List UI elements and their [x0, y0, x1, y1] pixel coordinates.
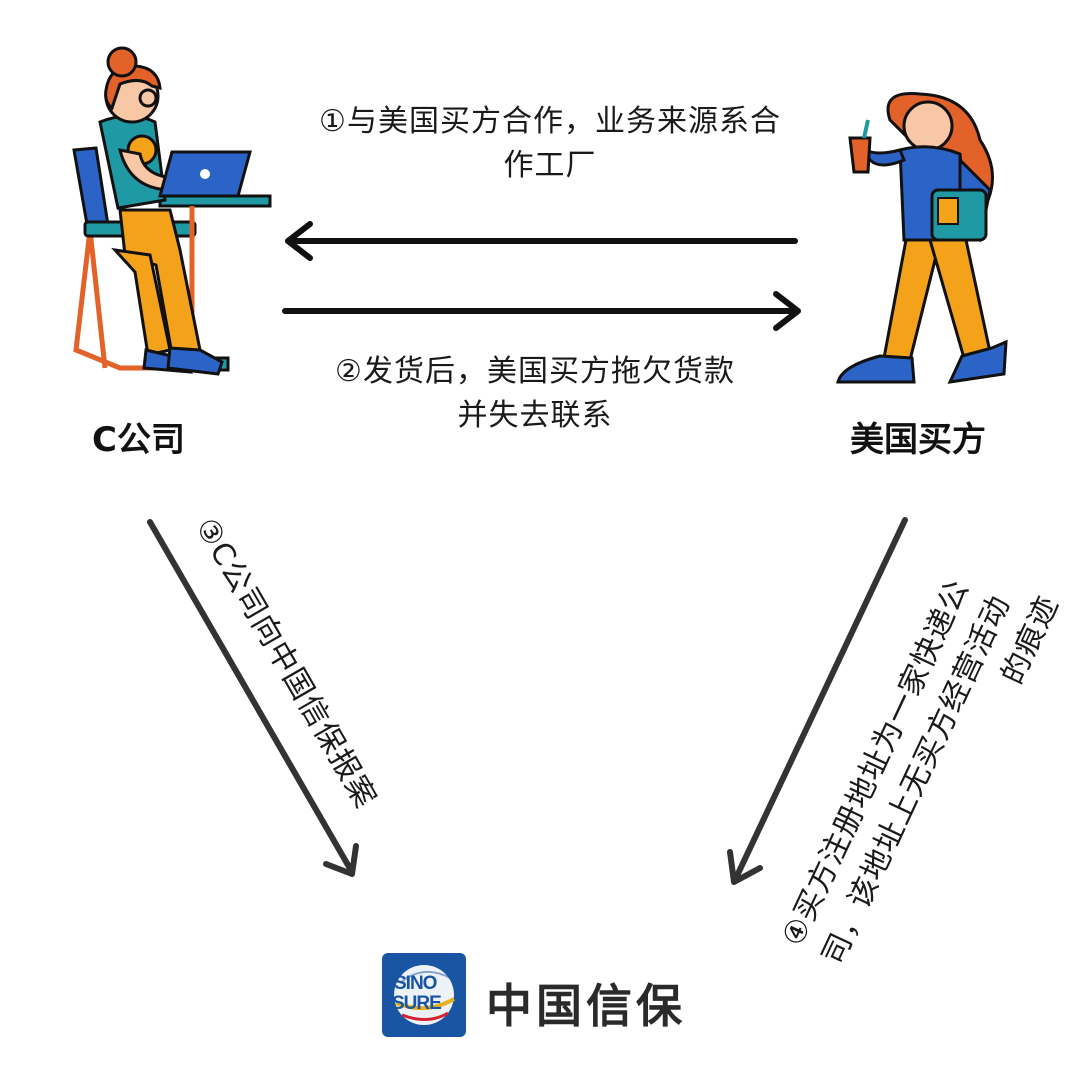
- seller-label: C公司: [92, 420, 185, 460]
- logo-badge-line2: SURE: [392, 993, 442, 1014]
- seller-illustration: [72, 46, 272, 376]
- buyer-label: 美国买方: [850, 420, 986, 460]
- logo-name: 中国信保: [486, 979, 686, 1033]
- step2-line1: ②发货后，美国买方拖欠货款: [335, 354, 735, 389]
- step1-line1: ①与美国买方合作，业务来源系合: [319, 104, 781, 139]
- step2-line2: 并失去联系: [457, 398, 613, 433]
- logo-badge-line1: SINO: [394, 973, 437, 994]
- buyer-illustration: [836, 92, 1008, 384]
- sinosure-logo: SINO SURE: [382, 953, 466, 1037]
- step1-line2: 作工厂: [503, 148, 597, 183]
- globe-icon: [394, 965, 455, 1025]
- step1-text: ①与美国买方合作，业务来源系合 作工厂: [270, 100, 830, 188]
- step2-text: ②发货后，美国买方拖欠货款 并失去联系: [280, 350, 790, 438]
